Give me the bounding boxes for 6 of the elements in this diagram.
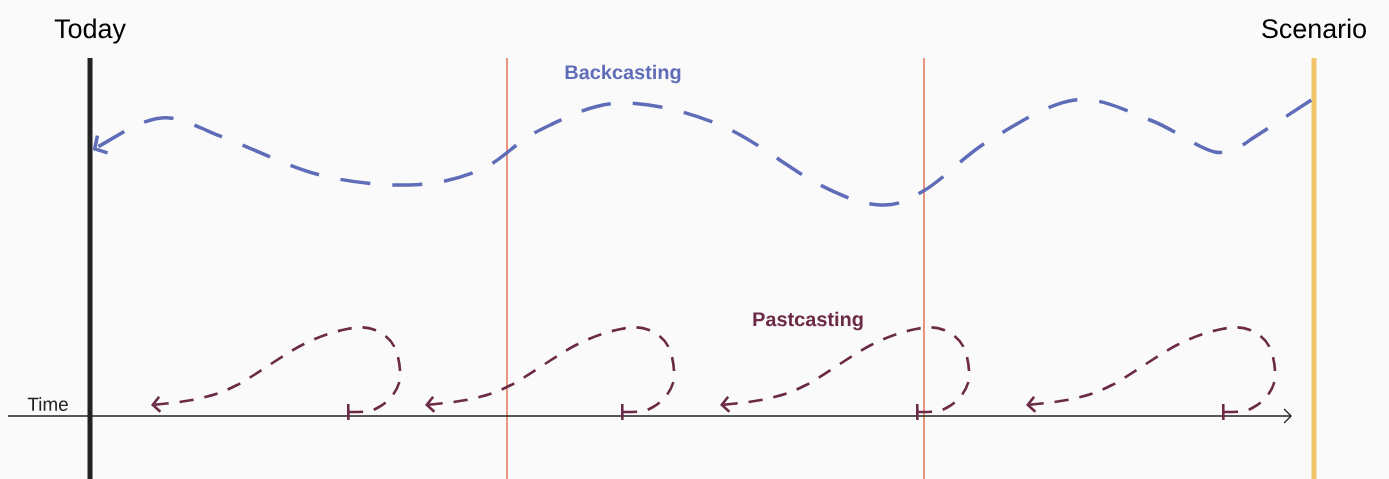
edge-label: Backcasting xyxy=(563,63,683,85)
curve-label: Pastcasting xyxy=(753,311,863,331)
timeline-label: Today xyxy=(54,18,126,44)
timeline-label: Scenario xyxy=(1262,18,1366,39)
backcasting-arrow xyxy=(92,97,1313,207)
axis-label: Time xyxy=(27,397,68,411)
